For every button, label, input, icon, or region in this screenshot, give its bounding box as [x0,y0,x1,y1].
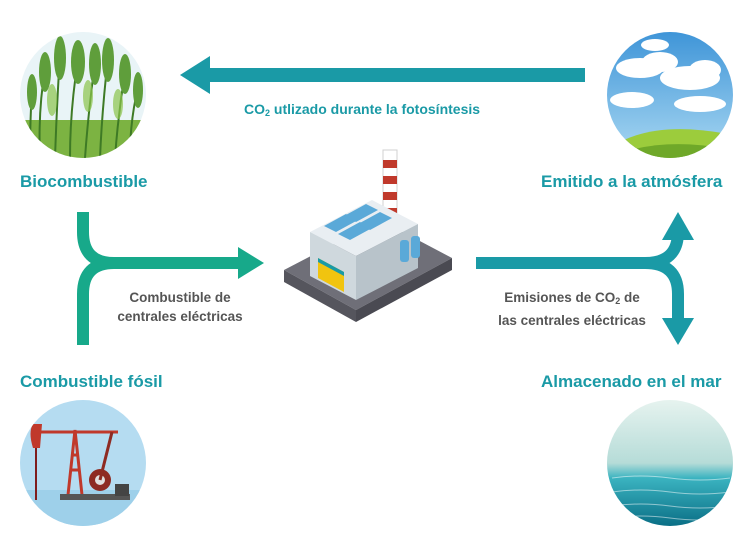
photosynthesis-arrow [180,56,585,94]
fuel-caption-line1: Combustible de [129,290,231,305]
wheat-image [20,32,146,158]
emissions-arrowhead-down [662,318,694,345]
fuel-arrowhead [238,247,264,279]
emissions-caption-line1: Emisiones de CO2 de [504,290,640,306]
emissions-caption: Emisiones de CO2 de las centrales eléctr… [482,288,662,330]
factory-icon [284,149,452,322]
oil-pump-image [20,400,146,526]
sea-image [607,400,733,526]
fuel-arrow [77,212,238,345]
emissions-arrowhead-up [662,212,694,240]
fuel-caption: Combustible de centrales eléctricas [100,288,260,326]
fuel-caption-line2: centrales eléctricas [117,309,243,324]
atmosphere-label: Emitido a la atmósfera [541,172,723,191]
emissions-caption-line2: las centrales eléctricas [498,313,646,328]
photosynthesis-caption: CO2 utlizado durante la fotosíntesis [244,101,481,118]
fossil-fuel-label: Combustible fósil [20,372,163,391]
biofuel-label: Biocombustible [20,172,148,191]
ocean-storage-label: Almacenado en el mar [541,372,722,391]
sky-image [607,32,733,158]
